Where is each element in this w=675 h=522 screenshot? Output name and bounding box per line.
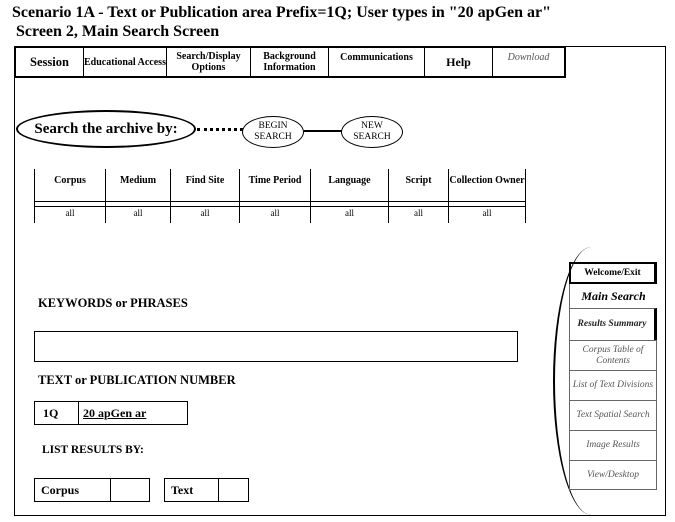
list-by-corpus-option[interactable]: Corpus xyxy=(34,478,150,502)
menu-image-results[interactable]: Image Results xyxy=(569,430,657,460)
filter-value[interactable]: all xyxy=(345,208,354,218)
filter-column-collection-owner[interactable]: Collection Owner all xyxy=(448,169,526,223)
page-title: Scenario 1A - Text or Publication area P… xyxy=(12,4,552,21)
text-publication-field[interactable]: 1Q 20 apGen ar xyxy=(34,401,188,425)
option-checkbox[interactable] xyxy=(111,479,149,501)
filter-value[interactable]: all xyxy=(200,208,210,218)
begin-search-button[interactable]: BEGIN SEARCH xyxy=(242,116,304,148)
nav-communications[interactable]: Communications xyxy=(329,48,425,76)
filter-header: Script xyxy=(405,175,432,186)
menu-results-summary[interactable]: Results Summary xyxy=(569,308,657,340)
filter-value[interactable]: all xyxy=(482,208,492,218)
nav-background-information[interactable]: Background Information xyxy=(251,48,329,76)
filter-column-language[interactable]: Language all xyxy=(310,169,388,223)
right-panel-curve xyxy=(553,247,593,515)
menu-welcome-exit[interactable]: Welcome/Exit xyxy=(569,262,657,284)
new-search-button[interactable]: NEW SEARCH xyxy=(341,116,403,148)
filter-value[interactable]: all xyxy=(65,208,75,218)
filter-column-time-period[interactable]: Time Period all xyxy=(239,169,310,223)
dotted-connector xyxy=(197,128,243,131)
option-label: Corpus xyxy=(35,479,111,501)
filter-divider xyxy=(389,201,448,207)
option-checkbox[interactable] xyxy=(219,479,248,501)
filter-divider xyxy=(311,201,388,207)
filter-column-find-site[interactable]: Find Site all xyxy=(170,169,239,223)
top-nav-bar: Session Educational Access Search/Displa… xyxy=(14,46,566,78)
menu-view-desktop[interactable]: View/Desktop xyxy=(569,460,657,490)
list-results-label: LIST RESULTS BY: xyxy=(42,444,144,456)
menu-corpus-table-of-contents[interactable]: Corpus Table of Contents xyxy=(569,340,657,370)
filter-value[interactable]: all xyxy=(414,208,423,218)
text-publication-label: TEXT or PUBLICATION NUMBER xyxy=(38,373,236,387)
nav-download[interactable]: Download xyxy=(507,52,550,63)
nav-session[interactable]: Session xyxy=(16,48,84,76)
keywords-input[interactable] xyxy=(34,331,518,362)
filter-column-script[interactable]: Script all xyxy=(388,169,448,223)
filter-column-corpus[interactable]: Corpus all xyxy=(34,169,105,223)
filter-value[interactable]: all xyxy=(270,208,280,218)
filter-divider xyxy=(106,201,170,207)
nav-help[interactable]: Help xyxy=(425,48,493,76)
prefix-value[interactable]: 1Q xyxy=(35,402,79,424)
filter-divider xyxy=(240,201,310,207)
filter-header: Collection Owner xyxy=(449,175,525,186)
button-connector xyxy=(304,130,342,132)
filter-header: Time Period xyxy=(248,175,302,186)
filter-divider xyxy=(35,201,105,207)
filter-value[interactable]: all xyxy=(133,208,143,218)
page-subtitle: Screen 2, Main Search Screen xyxy=(16,23,220,40)
right-panel-menu: Welcome/Exit Main Search Results Summary… xyxy=(569,262,657,490)
filter-header: Medium xyxy=(119,175,157,186)
nav-educational-access[interactable]: Educational Access xyxy=(84,48,167,76)
list-by-text-option[interactable]: Text xyxy=(164,478,249,502)
option-label: Text xyxy=(165,479,219,501)
search-archive-label: Search the archive by: xyxy=(16,110,196,148)
menu-main-search[interactable]: Main Search xyxy=(569,284,657,308)
filter-divider xyxy=(449,201,525,207)
filter-header: Find Site xyxy=(185,175,225,186)
filter-header: Corpus xyxy=(54,175,86,186)
nav-search-display-options[interactable]: Search/Display Options xyxy=(167,48,251,76)
filter-table: Corpus all Medium all Find Site all Time… xyxy=(34,169,526,223)
keywords-label: KEYWORDS or PHRASES xyxy=(38,296,188,310)
filter-divider xyxy=(171,201,239,207)
publication-number-input[interactable]: 20 apGen ar xyxy=(83,405,147,420)
menu-list-of-text-divisions[interactable]: List of Text Divisions xyxy=(569,370,657,400)
filter-header: Language xyxy=(328,175,371,186)
filter-column-medium[interactable]: Medium all xyxy=(105,169,170,223)
menu-text-spatial-search[interactable]: Text Spatial Search xyxy=(569,400,657,430)
